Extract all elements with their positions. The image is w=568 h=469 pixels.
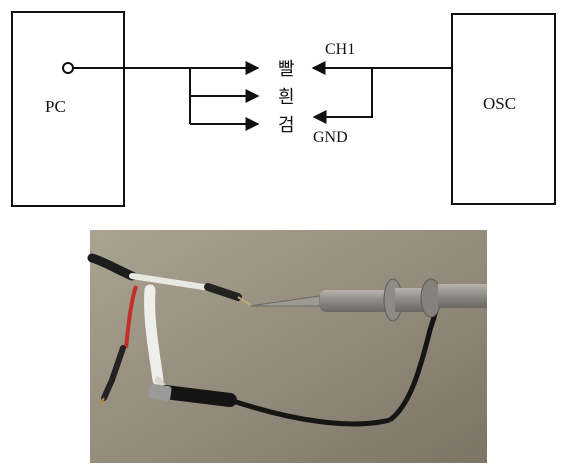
probe-body (320, 290, 390, 312)
gnd-branch (340, 68, 373, 118)
white-signal-wire (129, 273, 213, 291)
pc-terminal (62, 62, 74, 74)
block-diagram: PC OSC 빨 흰 검 CH1 GND (11, 11, 556, 207)
pc-label: PC (45, 97, 66, 116)
red-wire-label: 빨 (278, 59, 295, 80)
probe-photo (87, 230, 487, 463)
ch1-label: CH1 (325, 41, 355, 58)
osc-box (451, 13, 556, 205)
pc-box (11, 11, 125, 207)
black-heatshrink (204, 283, 242, 301)
probe-handle (438, 284, 487, 308)
white-wire-label: 흰 (278, 87, 295, 108)
red-wire (124, 285, 138, 349)
black-cable-top (87, 253, 137, 281)
black-wire-label: 검 (278, 115, 295, 136)
gnd-label: GND (313, 129, 348, 146)
ground-clip (158, 385, 237, 407)
osc-label: OSC (483, 94, 516, 113)
white-ground-wire (144, 284, 164, 386)
